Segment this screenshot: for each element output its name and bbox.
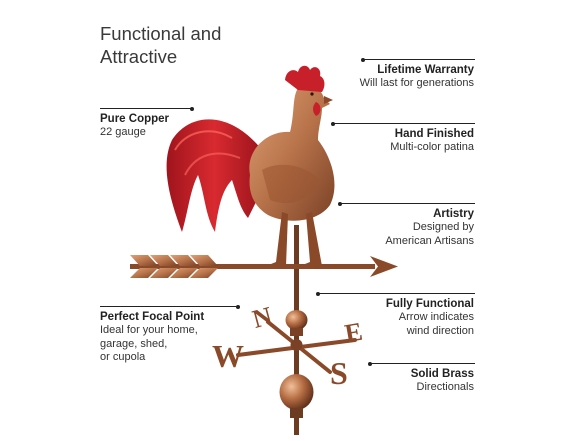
callout-fully-functional: Fully Functional Arrow indicates wind di…	[386, 297, 474, 338]
functional-heading: Fully Functional	[385, 298, 474, 310]
copper-heading: Pure Copper	[100, 113, 170, 125]
arrow-shaft	[130, 264, 375, 269]
upper-ball	[285, 310, 308, 330]
functional-sub-1: Arrow indicates	[398, 311, 474, 323]
arrow-fletching	[130, 255, 218, 278]
brass-sub: Directionals	[416, 381, 474, 393]
callout-lifetime-warranty: Lifetime Warranty Will last for generati…	[360, 63, 474, 91]
direction-w: W	[212, 338, 244, 374]
finished-sub: Multi-color patina	[390, 141, 474, 153]
artistry-sub-2: American Artisans	[385, 234, 474, 247]
focal-pointer-line	[100, 306, 238, 307]
callout-solid-brass: Solid Brass Directionals	[411, 367, 474, 395]
brass-pointer-dot	[368, 362, 372, 366]
page-title: Functional and Attractive	[100, 22, 221, 68]
artistry-heading: Artistry	[433, 208, 474, 220]
artistry-pointer-line	[340, 203, 475, 204]
title-line-2: Attractive	[100, 46, 178, 67]
copper-pointer-line	[100, 108, 192, 109]
brass-heading: Solid Brass	[410, 368, 474, 380]
callout-pure-copper: Pure Copper 22 gauge	[100, 112, 169, 140]
lower-ball	[279, 374, 314, 410]
warranty-pointer-dot	[361, 58, 365, 62]
brass-pointer-line	[370, 363, 475, 364]
functional-sub-2: wind direction	[406, 324, 474, 337]
copper-pointer-dot	[190, 107, 194, 111]
focal-sub-1: Ideal for your home,	[100, 324, 198, 336]
direction-s: S	[330, 355, 348, 391]
functional-pointer-dot	[316, 292, 320, 296]
warranty-heading: Lifetime Warranty	[377, 64, 474, 76]
rooster-wattle	[313, 102, 321, 116]
rooster-comb	[285, 65, 325, 92]
artistry-pointer-dot	[338, 202, 342, 206]
callout-hand-finished: Hand Finished Multi-color patina	[390, 127, 474, 155]
finished-pointer-dot	[331, 122, 335, 126]
artistry-sub-1: Designed by	[412, 221, 474, 233]
focal-sub-2: garage, shed,	[100, 337, 168, 350]
focal-pointer-dot	[236, 305, 240, 309]
rooster-legs	[266, 212, 322, 266]
callout-perfect-focal-point: Perfect Focal Point Ideal for your home,…	[100, 310, 204, 365]
tail-feathers	[166, 119, 262, 232]
arrow-head	[370, 256, 398, 277]
finished-heading: Hand Finished	[394, 128, 474, 140]
functional-pointer-line	[318, 293, 475, 294]
warranty-sub: Will last for generations	[359, 77, 474, 89]
copper-sub: 22 gauge	[100, 126, 146, 138]
finished-pointer-line	[333, 123, 475, 124]
focal-heading: Perfect Focal Point	[100, 311, 205, 323]
title-line-1: Functional and	[100, 23, 222, 44]
callout-artistry: Artistry Designed by American Artisans	[385, 207, 474, 248]
warranty-pointer-line	[363, 59, 475, 60]
focal-sub-3: or cupola	[100, 351, 146, 363]
